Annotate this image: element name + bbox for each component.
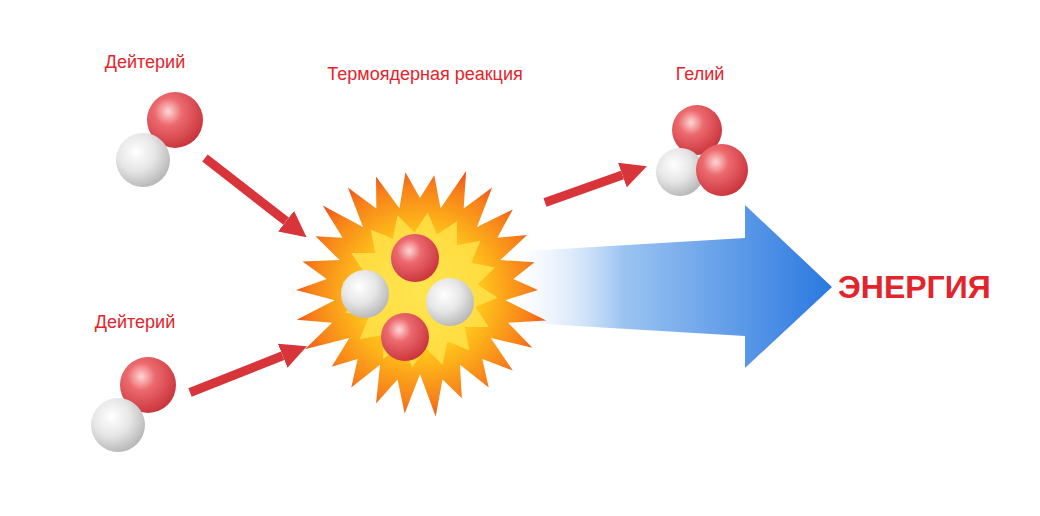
- proton-sphere: [696, 144, 748, 196]
- reaction-node: Термоядерная реакция: [305, 62, 545, 432]
- reaction-arrow: [545, 175, 622, 203]
- node-label: Термоядерная реакция: [305, 62, 545, 86]
- energy-arrow: [510, 205, 832, 368]
- neutron-sphere: [91, 398, 145, 452]
- neutron-sphere: [341, 270, 389, 318]
- node-label: Гелий: [645, 62, 755, 86]
- atom-node: Дейтерий: [80, 310, 190, 460]
- explosion-burst: [296, 171, 546, 417]
- reaction-arrow: [205, 158, 286, 221]
- proton-sphere: [381, 313, 429, 361]
- atom-picture: [80, 310, 190, 460]
- proton-sphere: [391, 234, 439, 282]
- atom-picture: [645, 62, 755, 212]
- atom-node: Гелий: [645, 62, 755, 212]
- node-label: Дейтерий: [80, 310, 190, 334]
- neutron-sphere: [116, 133, 170, 187]
- atom-node: Дейтерий: [85, 50, 205, 200]
- explosion-picture: [305, 62, 545, 432]
- neutron-sphere: [426, 278, 474, 326]
- reaction-arrow: [190, 356, 283, 393]
- energy-label: ЭНЕРГИЯ: [838, 268, 991, 306]
- atom-picture: [85, 50, 205, 200]
- node-label: Дейтерий: [85, 50, 205, 74]
